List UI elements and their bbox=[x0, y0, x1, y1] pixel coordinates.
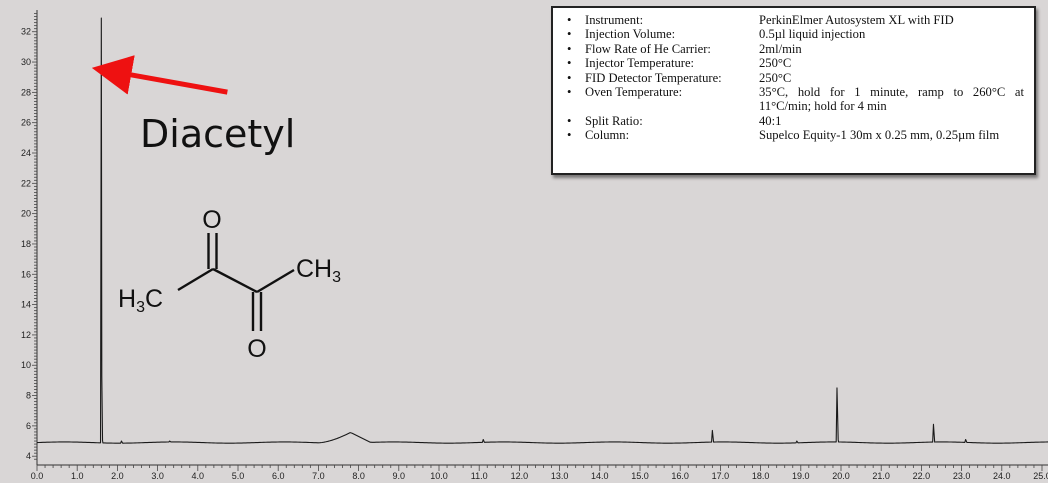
x-tick-label: 17.0 bbox=[712, 471, 730, 481]
x-tick-label: 20.0 bbox=[832, 471, 850, 481]
y-tick-label: 20 bbox=[21, 209, 31, 219]
y-tick-label: 18 bbox=[21, 239, 31, 249]
diacetyl-structure: O O H3C CH3 bbox=[118, 206, 341, 363]
y-tick-label: 12 bbox=[21, 330, 31, 340]
condition-label: Split Ratio: bbox=[585, 113, 643, 128]
condition-row: • Instrument: PerkinElmer Autosystem XL wi… bbox=[567, 13, 1024, 27]
bond-c3-ch3 bbox=[256, 268, 295, 294]
y-tick-label: 32 bbox=[21, 27, 31, 37]
condition-label: Instrument: bbox=[585, 13, 644, 27]
condition-value: 250°C bbox=[759, 70, 792, 85]
x-tick-label: 16.0 bbox=[671, 471, 689, 481]
condition-label: Flow Rate of He Carrier: bbox=[585, 41, 711, 56]
y-tick-label: 30 bbox=[21, 57, 31, 67]
y-tick-label: 26 bbox=[21, 118, 31, 128]
condition-label: Injection Volume: bbox=[585, 27, 676, 42]
y-tick-label: 28 bbox=[21, 87, 31, 97]
bullet-marker: • bbox=[567, 13, 572, 27]
y-tick-label: 10 bbox=[21, 360, 31, 370]
compound-name-label: Diacetyl bbox=[140, 112, 295, 156]
left-methyl-tail: C bbox=[145, 285, 163, 313]
right-methyl-label: CH3 bbox=[296, 255, 341, 286]
x-tick-label: 15.0 bbox=[631, 471, 649, 481]
x-tick-label: 14.0 bbox=[591, 471, 609, 481]
y-tick-label: 16 bbox=[21, 269, 31, 279]
x-tick-label: 23.0 bbox=[953, 471, 971, 481]
x-tick-label: 18.0 bbox=[752, 471, 770, 481]
x-tick-label: 13.0 bbox=[551, 471, 569, 481]
x-tick-label: 7.0 bbox=[312, 471, 325, 481]
right-methyl-main: CH bbox=[296, 255, 332, 283]
left-methyl-subscript: 3 bbox=[136, 299, 145, 316]
condition-value: Supelco Equity-1 30m x 0.25 mm, 0.25µm f… bbox=[759, 128, 1000, 143]
left-methyl-label: H3C bbox=[118, 285, 163, 316]
chromatogram-trace bbox=[36, 17, 1048, 444]
x-tick-label: 3.0 bbox=[151, 471, 164, 481]
bullet-marker: • bbox=[567, 128, 572, 143]
condition-row: • Injection Volume: 0.5µl liquid injection bbox=[567, 27, 1024, 41]
bullet-marker: • bbox=[567, 113, 572, 128]
left-methyl-main: H bbox=[118, 285, 136, 313]
condition-row: • Column: Supelco Equity-1 30m x 0.25 mm, … bbox=[567, 128, 1024, 142]
x-tick-label: 8.0 bbox=[352, 471, 365, 481]
condition-value: 250°C bbox=[759, 56, 792, 71]
x-tick-label: 5.0 bbox=[232, 471, 245, 481]
y-tick-label: 14 bbox=[21, 300, 31, 310]
x-tick-label: 24.0 bbox=[993, 471, 1011, 481]
conditions-list: • Instrument: PerkinElmer Autosystem XL wi… bbox=[567, 13, 1024, 143]
x-tick-label: 0.0 bbox=[31, 471, 44, 481]
x-tick-label: 12.0 bbox=[511, 471, 529, 481]
condition-row: • Injector Temperature: 250°C bbox=[567, 56, 1024, 70]
bullet-marker: • bbox=[567, 41, 572, 56]
x-tick-label: 4.0 bbox=[192, 471, 205, 481]
condition-value: 2ml/min bbox=[759, 41, 802, 56]
bond-h3c-c2 bbox=[177, 267, 214, 292]
condition-value: PerkinElmer Autosystem XL with FID bbox=[759, 13, 954, 27]
y-tick-label: 22 bbox=[21, 178, 31, 188]
x-tick-label: 19.0 bbox=[792, 471, 810, 481]
top-oxygen-label: O bbox=[202, 206, 221, 234]
gc-conditions-panel: • Instrument: PerkinElmer Autosystem XL wi… bbox=[551, 6, 1036, 175]
y-tick-label: 4 bbox=[26, 451, 31, 461]
bullet-marker: • bbox=[567, 70, 572, 85]
x-tick-label: 1.0 bbox=[71, 471, 84, 481]
condition-row: • Split Ratio: 40:1 bbox=[567, 114, 1024, 128]
bullet-marker: • bbox=[567, 56, 572, 71]
x-tick-label: 9.0 bbox=[393, 471, 406, 481]
y-tick-label: 6 bbox=[26, 421, 31, 431]
bottom-oxygen-label: O bbox=[247, 335, 266, 363]
x-tick-label: 6.0 bbox=[272, 471, 285, 481]
y-tick-label: 24 bbox=[21, 148, 31, 158]
condition-row: • FID Detector Temperature: 250°C bbox=[567, 71, 1024, 85]
right-methyl-subscript: 3 bbox=[332, 269, 341, 286]
y-tick-label: 8 bbox=[26, 391, 31, 401]
x-tick-label: 10.0 bbox=[430, 471, 448, 481]
x-tick-label: 22.0 bbox=[913, 471, 931, 481]
condition-row: • Flow Rate of He Carrier: 2ml/min bbox=[567, 42, 1024, 56]
diacetyl-arrow bbox=[91, 55, 228, 95]
x-tick-label: 21.0 bbox=[872, 471, 890, 481]
x-tick-label: 2.0 bbox=[111, 471, 124, 481]
bullet-marker: • bbox=[567, 27, 572, 42]
condition-value: 35°C, hold for 1 minute, ramp to 260°C a… bbox=[759, 85, 1024, 114]
bullet-marker: • bbox=[567, 85, 572, 100]
x-tick-label: 11.0 bbox=[471, 471, 488, 481]
condition-row: • Oven Temperature: 35°C, hold for 1 minut… bbox=[567, 85, 1024, 114]
condition-label: Oven Temperature: bbox=[585, 85, 683, 100]
condition-label: FID Detector Temperature: bbox=[585, 70, 722, 85]
bond-c2-c3 bbox=[212, 267, 258, 294]
condition-label: Column: bbox=[585, 128, 630, 143]
condition-value: 0.5µl liquid injection bbox=[759, 27, 866, 42]
x-tick-label: 25.0 bbox=[1033, 471, 1048, 481]
condition-value: 40:1 bbox=[759, 113, 782, 128]
condition-label: Injector Temperature: bbox=[585, 56, 695, 71]
